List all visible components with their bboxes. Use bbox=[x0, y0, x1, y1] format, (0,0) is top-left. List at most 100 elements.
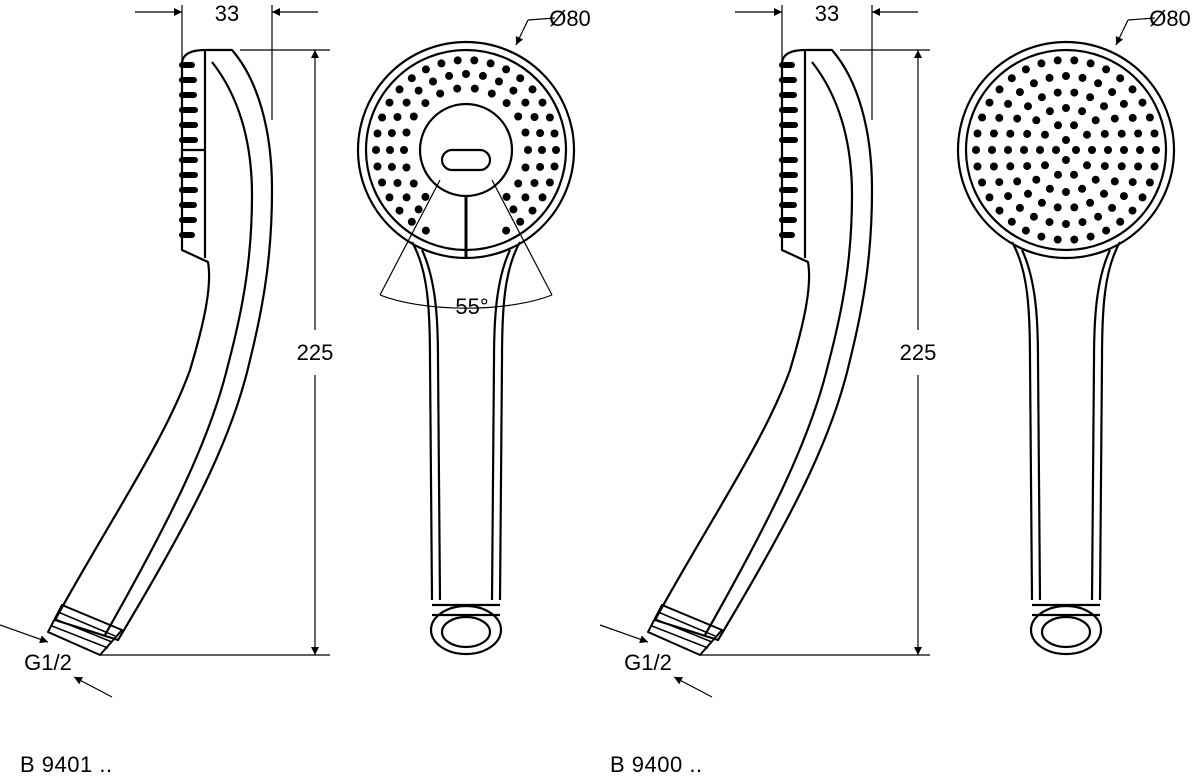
nozzle-dot bbox=[1134, 162, 1143, 171]
nozzle-dot bbox=[1070, 88, 1079, 97]
nozzle-dot bbox=[1024, 189, 1032, 198]
nozzle-dot bbox=[1062, 156, 1070, 164]
nozzle-dot bbox=[1102, 226, 1111, 235]
nozzle-dot bbox=[1138, 98, 1147, 107]
nozzle-dot bbox=[502, 65, 511, 74]
nozzle-dot bbox=[1104, 146, 1112, 154]
nozzle-dot bbox=[521, 163, 530, 172]
b9401-width-dimension: 33 bbox=[215, 1, 239, 26]
nozzle-dot bbox=[1045, 73, 1054, 82]
nozzle-dot bbox=[1013, 114, 1022, 123]
nozzle-dot bbox=[421, 226, 430, 235]
nozzle-dot bbox=[1136, 146, 1144, 154]
nozzle-dot bbox=[530, 113, 539, 121]
nozzle-dot bbox=[437, 59, 446, 68]
nozzle-dot bbox=[421, 192, 430, 201]
nozzle-dot bbox=[1094, 79, 1103, 88]
nozzle-dot bbox=[1110, 177, 1119, 186]
nozzle-dot bbox=[536, 162, 545, 171]
nozzle-dot bbox=[538, 98, 547, 107]
nozzle-dot bbox=[545, 113, 554, 122]
nozzle-dot bbox=[985, 193, 994, 202]
nozzle-dot bbox=[509, 205, 518, 214]
b9401-side-dimensions bbox=[0, 5, 330, 698]
nozzle-dot bbox=[1072, 146, 1080, 154]
nozzle-dot bbox=[402, 98, 411, 107]
nozzle-dot bbox=[1024, 102, 1032, 111]
nozzle-dot bbox=[395, 206, 404, 215]
nozzle-dot bbox=[1052, 146, 1060, 154]
nozzle-dot bbox=[989, 162, 998, 171]
b9400-diameter-dimension: Ø80 bbox=[1149, 6, 1191, 31]
nozzle-dot bbox=[1119, 99, 1128, 108]
b9400-front-dimensions bbox=[1115, 17, 1156, 46]
nozzle-dot bbox=[1045, 107, 1054, 116]
nozzle-dot bbox=[470, 84, 479, 93]
nozzle-dot bbox=[1116, 74, 1125, 83]
nozzle-dot bbox=[514, 179, 523, 188]
nozzle-dot bbox=[1053, 235, 1062, 244]
nozzle-dot bbox=[1086, 93, 1095, 102]
nozzle-dot bbox=[414, 86, 423, 95]
nozzle-dot bbox=[402, 163, 411, 172]
nozzle-dot bbox=[1100, 162, 1109, 171]
nozzle-dot bbox=[521, 193, 530, 202]
nozzle-dot bbox=[1041, 130, 1049, 139]
nozzle-dot bbox=[995, 178, 1004, 187]
nozzle-dot bbox=[486, 59, 495, 68]
nozzle-dot bbox=[409, 112, 418, 121]
nozzle-dot bbox=[1086, 232, 1095, 241]
nozzle-dot bbox=[1116, 217, 1125, 226]
nozzle-dot bbox=[1062, 220, 1070, 228]
nozzle-dot bbox=[1083, 130, 1091, 139]
b9401-model-code: B 9401 .. bbox=[20, 752, 113, 777]
nozzle-dot bbox=[1070, 203, 1079, 212]
nozzle-dot bbox=[1078, 107, 1087, 116]
nozzle-dot bbox=[1070, 235, 1079, 244]
nozzle-dot bbox=[385, 193, 394, 202]
nozzle-dot bbox=[1138, 193, 1147, 202]
nozzle-dot bbox=[989, 129, 998, 138]
nozzle-dot bbox=[1078, 218, 1087, 227]
nozzle-dot bbox=[400, 146, 408, 154]
nozzle-dot bbox=[1054, 170, 1062, 179]
nozzle-dot bbox=[502, 99, 511, 108]
nozzle-dot bbox=[1006, 162, 1015, 171]
b9400-model-code: B 9400 .. bbox=[610, 752, 703, 777]
nozzle-dot bbox=[1108, 203, 1117, 212]
nozzle-dot bbox=[1091, 175, 1100, 184]
b9401-front-view bbox=[356, 40, 576, 656]
nozzle-dot bbox=[1091, 116, 1100, 125]
nozzle-dot bbox=[453, 56, 462, 65]
nozzle-dot bbox=[386, 146, 394, 154]
nozzle-dot bbox=[1023, 129, 1032, 138]
nozzle-dot bbox=[1100, 102, 1108, 111]
nozzle-dot bbox=[407, 217, 416, 226]
nozzle-dot bbox=[1145, 178, 1154, 187]
nozzle-dot bbox=[1086, 59, 1095, 68]
nozzle-dot bbox=[1110, 114, 1119, 123]
nozzle-dot bbox=[1145, 113, 1154, 122]
nozzle-dot bbox=[385, 98, 394, 107]
nozzle-dot bbox=[1120, 146, 1128, 154]
nozzle-dot bbox=[387, 162, 396, 171]
b9400-side-dimensions bbox=[599, 5, 930, 698]
b9401-angle-dimension: 55° bbox=[455, 294, 488, 319]
nozzle-dot bbox=[1128, 178, 1137, 187]
nozzle-dot bbox=[402, 193, 411, 202]
nozzle-dot bbox=[1078, 184, 1087, 193]
nozzle-dot bbox=[378, 178, 387, 187]
nozzle-dot bbox=[1102, 65, 1111, 74]
nozzle-dot bbox=[1041, 161, 1049, 170]
nozzle-dot bbox=[1150, 162, 1159, 171]
nozzle-dot bbox=[1062, 104, 1070, 112]
nozzle-dot bbox=[1152, 146, 1160, 154]
nozzle-dot bbox=[1007, 217, 1016, 226]
nozzle-dot bbox=[1037, 59, 1046, 68]
nozzle-dot bbox=[978, 178, 987, 187]
nozzle-dot bbox=[1004, 146, 1012, 154]
nozzle-dot bbox=[1088, 146, 1096, 154]
nozzle-dot bbox=[538, 193, 547, 202]
nozzle-dot bbox=[514, 112, 523, 121]
nozzle-dot bbox=[1094, 212, 1103, 221]
